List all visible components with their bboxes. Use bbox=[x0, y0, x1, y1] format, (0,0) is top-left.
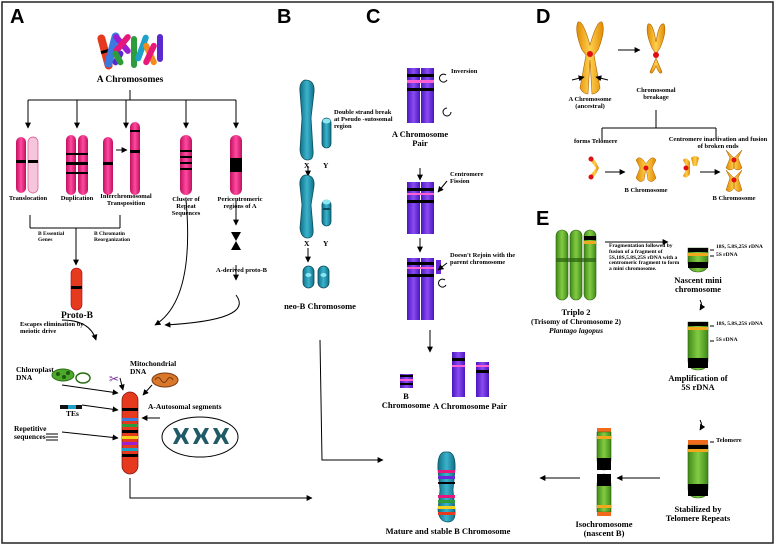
chloroplast-icon bbox=[51, 368, 91, 384]
scissors-icon: ✂ bbox=[109, 372, 119, 386]
rdna-18s-label: 18S, 5.8S,25S rDNA bbox=[716, 244, 763, 250]
branch-translocation: Translocation bbox=[8, 195, 48, 202]
chromatin-reorg-label: B Chromatin Reorganization bbox=[94, 231, 131, 243]
proto-b-chromosome bbox=[70, 267, 83, 311]
c-b-chromosome bbox=[400, 374, 413, 388]
centromere-inactivation-label: Centromere inactivation and fusion of br… bbox=[668, 136, 768, 150]
a-chromosomes-title: A Chromosomes bbox=[96, 75, 164, 85]
d-b-chromosome-left: B Chromosome bbox=[624, 187, 668, 194]
triplo-label: Triplo 2 bbox=[561, 307, 591, 317]
forms-telomere-label: forms Telomere bbox=[574, 138, 618, 145]
a-derived-proto-b-label: A-derived proto-B bbox=[216, 267, 267, 274]
repetitive-sequences-label: Repetitive sequences bbox=[14, 424, 47, 441]
escapes-label: Escapes elimination by meiotic drive bbox=[20, 321, 84, 335]
centromere-fission-label: Centromere Fission bbox=[450, 171, 484, 185]
xy-pair-top bbox=[299, 79, 332, 161]
d-b-right bbox=[725, 149, 743, 192]
autosomal-segments-icon bbox=[161, 416, 239, 458]
amp-18s-label: 18S, 5.8S,25S rDNA bbox=[716, 321, 763, 327]
d-b-chromosome-right: B Chromosome bbox=[712, 195, 756, 202]
transposition-chromosomes bbox=[103, 122, 140, 195]
a-tree-lines bbox=[25, 90, 313, 501]
mature-b-label: Mature and stable B Chromosome bbox=[385, 526, 511, 536]
y-label-top: Y bbox=[323, 161, 329, 170]
fragmentation-label: Fragmentation followed by fusion of a fr… bbox=[609, 243, 680, 273]
dsb-label: Double strand break at Pseudo -sutosomal… bbox=[334, 109, 393, 130]
panel-letter-d: D bbox=[536, 6, 551, 28]
proto-b-label: Proto-B bbox=[60, 311, 94, 321]
stabilized-label: Stabilized by Telomere Repeats bbox=[665, 504, 731, 523]
breakage-label: Chromosomal breakage bbox=[636, 87, 676, 101]
pericentromeric-chromosome bbox=[230, 135, 242, 195]
amplified-chromosome bbox=[687, 321, 709, 371]
d-tree-lines bbox=[601, 110, 721, 175]
hourglass-icon bbox=[231, 232, 241, 250]
nascent-mini-label: Nascent mini chromosome bbox=[674, 275, 722, 294]
c-a-pair-label: A Chromosome Pair bbox=[433, 401, 507, 411]
isochromosome-label: Isochromosome (nascent B) bbox=[575, 519, 633, 538]
d-ancestral-chromosome bbox=[571, 21, 609, 95]
c-b-chromosome-label: B Chromosome bbox=[381, 391, 431, 410]
amplification-label: Amplification of 5S rDNA bbox=[668, 373, 728, 392]
panel-letter-b: B bbox=[277, 6, 292, 28]
rdna-5s-label: 5S rDNA bbox=[716, 252, 738, 258]
essential-genes-label: B Essential Genes bbox=[38, 231, 65, 243]
panel-a-graphics: ✂ bbox=[16, 32, 313, 501]
repetitive-lines-icon bbox=[46, 433, 58, 441]
c-pair-top bbox=[407, 68, 434, 123]
d-fusion-pair bbox=[683, 156, 699, 178]
xy-pair-middle bbox=[299, 174, 332, 239]
panel-letter-c: C bbox=[366, 6, 381, 28]
d-b-left bbox=[635, 157, 657, 182]
d-broken-chromosome bbox=[646, 23, 666, 74]
ancestral-label: A Chromosome (ancestral) bbox=[568, 96, 612, 110]
tes-label: TEs bbox=[66, 409, 79, 418]
a-chromosome-cluster bbox=[97, 32, 163, 70]
d-telomere-left bbox=[588, 156, 599, 180]
nascent-mini-chromosome bbox=[687, 247, 709, 273]
inversion-label: Inversion bbox=[451, 68, 478, 75]
autosomal-segments-label: A-Autosomal segments bbox=[148, 402, 222, 411]
panel-e-graphics bbox=[539, 229, 714, 516]
triplo-chromosomes bbox=[555, 229, 597, 301]
panel-letter-e: E bbox=[536, 208, 550, 230]
mature-b-chromosome bbox=[437, 451, 456, 523]
isochromosome bbox=[596, 428, 612, 516]
branch-pericentromeric: Pericentromeric regions of A bbox=[217, 196, 263, 210]
duplication-chromosomes bbox=[66, 135, 88, 195]
chloroplast-dna-label: Chloroplast DNA bbox=[16, 365, 54, 382]
telomere-label: Telomere bbox=[716, 437, 742, 444]
y-label-mid: Y bbox=[323, 239, 329, 248]
trisomy-label: (Trisomy of Chromosome 2) bbox=[531, 317, 621, 326]
c-a-pair-final bbox=[452, 352, 489, 397]
panel-d-graphics bbox=[571, 21, 743, 192]
mitochondria-icon bbox=[151, 372, 179, 388]
x-label-top: X bbox=[304, 161, 310, 170]
panel-letter-a: A bbox=[10, 6, 25, 28]
translocation-chromosomes bbox=[16, 136, 39, 194]
branch-duplication: Duplication bbox=[60, 195, 94, 202]
repeat-cluster-chromosome bbox=[180, 135, 192, 195]
mosaic-b-chromosome bbox=[121, 391, 139, 475]
neo-b-label: neo-B Chromosome bbox=[284, 301, 356, 311]
amp-5s-label: 5S rDNA bbox=[716, 337, 738, 343]
c-pair-separated bbox=[407, 258, 441, 320]
stabilized-chromosome bbox=[687, 440, 709, 499]
c-pair-fission bbox=[407, 182, 434, 234]
branch-repeat-cluster: Cluster of Repeat Sequences bbox=[171, 196, 201, 217]
species-label: Plantago lagopus bbox=[549, 326, 603, 335]
panel-b-graphics bbox=[299, 79, 384, 463]
inversion-arrow-icon bbox=[439, 73, 448, 83]
panel-c-graphics bbox=[400, 68, 489, 523]
c-pair-label: A Chromosome Pair bbox=[391, 129, 449, 148]
branch-transposition: Interchromosomal Transposition bbox=[100, 193, 152, 207]
neo-b-chromosomes bbox=[302, 265, 330, 289]
no-rejoin-label: Doesn't Rejoin with the parent chromosom… bbox=[450, 252, 516, 266]
x-label-mid: X bbox=[304, 239, 310, 248]
mitochondrial-dna-label: Mitochondrial DNA bbox=[130, 359, 177, 376]
